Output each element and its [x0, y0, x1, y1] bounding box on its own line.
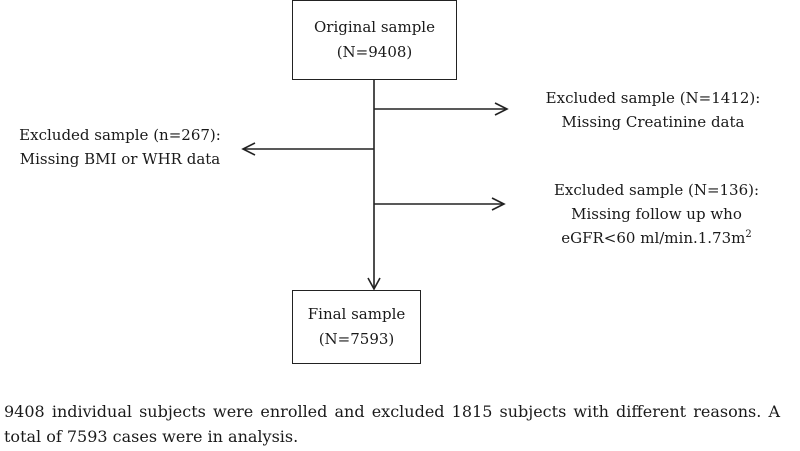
- arrowhead-left-bmi: [241, 142, 256, 156]
- final-sample-box: Final sample (N=7593): [292, 290, 421, 364]
- excluded-followup-label: Excluded sample (N=136): Missing follow …: [534, 178, 779, 250]
- excluded-bmi-label: Excluded sample (n=267): Missing BMI or …: [0, 123, 240, 171]
- excluded-creatinine-reason: Missing Creatinine data: [561, 113, 745, 131]
- arrowhead-right-followup: [491, 197, 506, 211]
- excluded-followup-reason: Missing follow up who: [571, 205, 742, 223]
- arrowhead-down: [367, 277, 381, 291]
- original-sample-count: (N=9408): [336, 43, 413, 61]
- original-sample-box: Original sample (N=9408): [292, 0, 457, 80]
- excluded-followup-egfr: eGFR<60 ml/min.1.73m2: [561, 229, 752, 247]
- excluded-bmi-count: Excluded sample (n=267):: [19, 126, 221, 144]
- figure-caption: 9408 individual subjects were enrolled a…: [4, 402, 780, 446]
- final-sample-title: Final sample: [307, 305, 406, 323]
- excluded-creatinine-count: Excluded sample (N=1412):: [545, 89, 761, 107]
- excluded-followup-count: Excluded sample (N=136):: [553, 181, 760, 199]
- excluded-bmi-reason: Missing BMI or WHR data: [19, 150, 221, 168]
- arrowhead-right-creatinine: [494, 102, 509, 116]
- original-sample-title: Original sample: [314, 18, 435, 36]
- excluded-creatinine-label: Excluded sample (N=1412): Missing Creati…: [538, 86, 768, 134]
- final-sample-count: (N=7593): [318, 330, 395, 348]
